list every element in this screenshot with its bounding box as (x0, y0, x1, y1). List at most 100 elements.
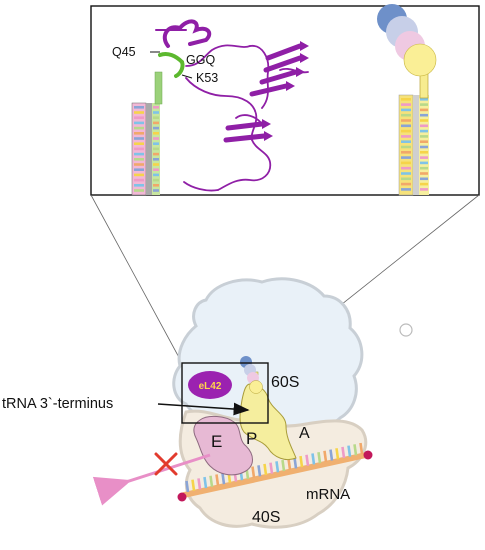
label-site-a: A (299, 425, 310, 442)
base-pair-rung (420, 156, 428, 159)
base-pair-rung (134, 152, 144, 156)
base-pair-rung (420, 119, 428, 122)
codon-tick (257, 465, 262, 477)
base-pair-rung (401, 156, 411, 159)
red-cross-icon (154, 452, 178, 476)
base-pair-rung (134, 189, 144, 192)
codon-tick (203, 476, 208, 489)
base-pair-rung (401, 151, 411, 154)
label-el42: eL42 (199, 381, 222, 392)
codon-tick (191, 479, 196, 491)
label-site-e: E (211, 432, 222, 451)
codon-tick (287, 458, 292, 470)
base-pair-rung (401, 124, 411, 128)
base-pair-rung (401, 119, 411, 122)
codon-tick (251, 466, 256, 478)
base-pair-rung (153, 121, 159, 125)
zoom-connector-left (90, 194, 183, 364)
label-40s: 40S (252, 509, 280, 526)
base-pair-rung (153, 137, 159, 140)
base-pair-rung (153, 106, 159, 109)
codon-tick (353, 444, 358, 456)
strand-arrowheads (262, 41, 309, 141)
codon-tick (263, 463, 268, 476)
codon-tick (323, 450, 328, 463)
base-pair-rung (420, 172, 428, 175)
codon-tick (329, 449, 334, 461)
codon-tick (215, 474, 220, 486)
codon-tick (341, 446, 346, 459)
base-pair-rung (134, 142, 144, 145)
mrna-end-dot-right (363, 450, 373, 460)
exit-arrow (92, 453, 211, 506)
base-pair-rung (401, 182, 411, 186)
nucleotide-circle (403, 43, 437, 77)
trna-right (377, 4, 437, 196)
codon-tick (197, 478, 202, 490)
base-pair-rung (401, 172, 411, 175)
base-pair-rung (401, 129, 411, 133)
base-pair-rung (420, 135, 428, 138)
el42-ellipse (188, 371, 232, 399)
codon-tick (185, 480, 190, 493)
base-pair-rung (134, 111, 144, 114)
base-pair-rung (134, 116, 144, 119)
codon-tick (359, 442, 364, 455)
codon-tick (311, 453, 316, 465)
label-k53: K53 (196, 71, 218, 85)
codon-tick (299, 455, 304, 468)
base-pair-rung (401, 113, 411, 117)
zoom-selection-box (181, 362, 269, 424)
base-pair-rung (134, 147, 144, 151)
base-pair-rung (134, 173, 144, 177)
base-pair-rung (420, 113, 428, 117)
base-pair-rung (153, 178, 159, 182)
codon-tick (305, 454, 310, 466)
label-site-p: P (246, 429, 257, 448)
base-pair-rung (134, 126, 144, 130)
codon-tick (335, 448, 340, 460)
label-trna-terminus: tRNA 3`-terminus (2, 396, 113, 412)
base-pair-rung (420, 140, 428, 143)
base-pair-rung (134, 106, 144, 109)
codon-tick (347, 445, 352, 457)
small-circle-marker (399, 323, 413, 337)
base-pair-rung (153, 189, 159, 192)
base-pair-rung (401, 177, 411, 181)
base-pair-rung (401, 103, 411, 106)
base-pair-rung (153, 163, 159, 166)
base-pair-rung (420, 151, 428, 154)
ribosome: eL42 tRNA 3`-terminus 60S A P E mRNA 40S (2, 277, 413, 529)
base-pair-rung (153, 132, 159, 135)
label-60s: 60S (271, 374, 299, 391)
e-site-trna (193, 415, 253, 476)
mrna-end-dot-left (177, 492, 187, 502)
label-ggq: GGQ (186, 53, 215, 67)
base-pair-rung (401, 108, 411, 112)
nucleotide-circle (249, 380, 263, 394)
base-pair-rung (401, 98, 411, 101)
label-q45: Q45 (112, 45, 136, 59)
base-pair-rung (420, 129, 428, 133)
el42-protein-ribbon (155, 19, 309, 192)
codon-tick (317, 451, 322, 464)
base-pair-rung (420, 161, 428, 165)
base-pair-rung (420, 188, 428, 191)
base-pair-rung (420, 182, 428, 186)
label-mrna: mRNA (306, 486, 350, 503)
base-pair-rung (134, 163, 144, 166)
base-pair-rung (153, 116, 159, 119)
base-pair-rung (401, 140, 411, 143)
base-pair-rung (134, 158, 144, 161)
base-pair-rung (134, 137, 144, 140)
base-pair-rung (153, 142, 159, 145)
base-pair-rung (153, 173, 159, 177)
base-pair-rung (153, 168, 159, 171)
codon-tick (293, 457, 298, 469)
zoom-inset: Q45 GGQ K53 (90, 4, 480, 196)
base-pair-rung (134, 184, 144, 187)
base-pair-rung (401, 145, 411, 149)
base-pair-rung (153, 111, 159, 114)
base-pair-rung (420, 145, 428, 149)
